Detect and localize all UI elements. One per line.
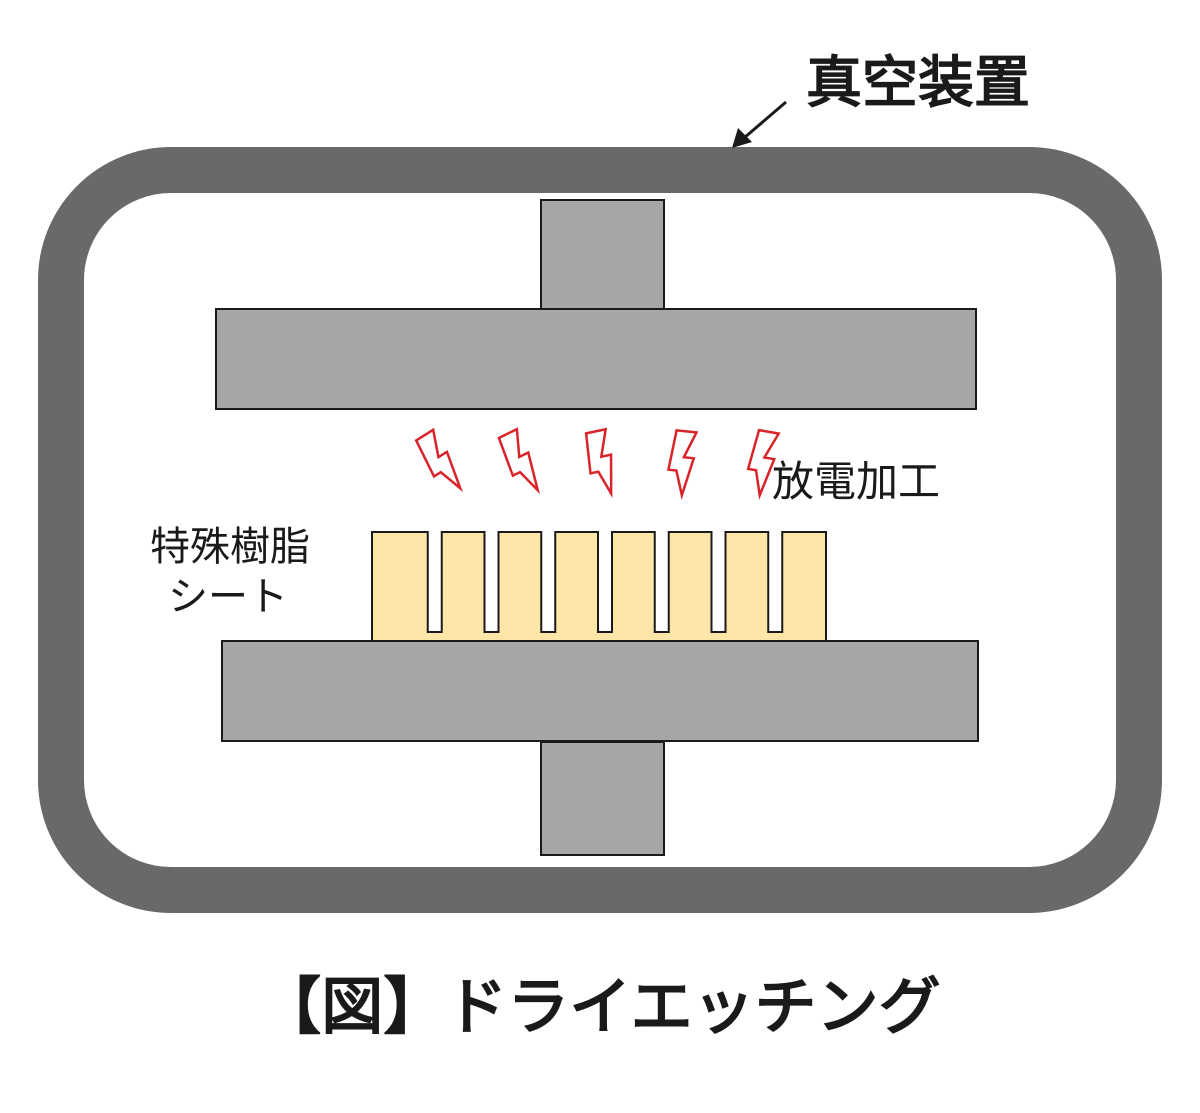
resin-sheet-body — [371, 531, 827, 642]
vacuum-chamber-wall — [38, 147, 1162, 913]
lightning-bolt-icon — [666, 428, 699, 501]
lower-electrode-shaft — [540, 741, 665, 856]
upper-electrode-shaft — [540, 199, 665, 311]
lightning-bolt-icon — [414, 427, 464, 493]
upper-electrode — [215, 308, 977, 410]
lightning-bolt-icon — [584, 427, 613, 499]
resin-sheet — [371, 531, 827, 642]
resin-sheet-label-line2: シート — [168, 574, 288, 620]
discharge-sparks — [414, 427, 781, 501]
discharge-label: 放電加工 — [772, 457, 940, 506]
figure-caption: 【図】ドライエッチング — [259, 970, 940, 1043]
lightning-bolt-icon — [746, 428, 781, 500]
resin-sheet-label-line1: 特殊樹脂 — [150, 524, 310, 570]
lightning-bolt-icon — [497, 427, 541, 495]
arrow-icon — [732, 100, 787, 148]
vacuum-device-label: 真空装置 — [806, 51, 1030, 116]
lower-electrode — [221, 640, 979, 742]
